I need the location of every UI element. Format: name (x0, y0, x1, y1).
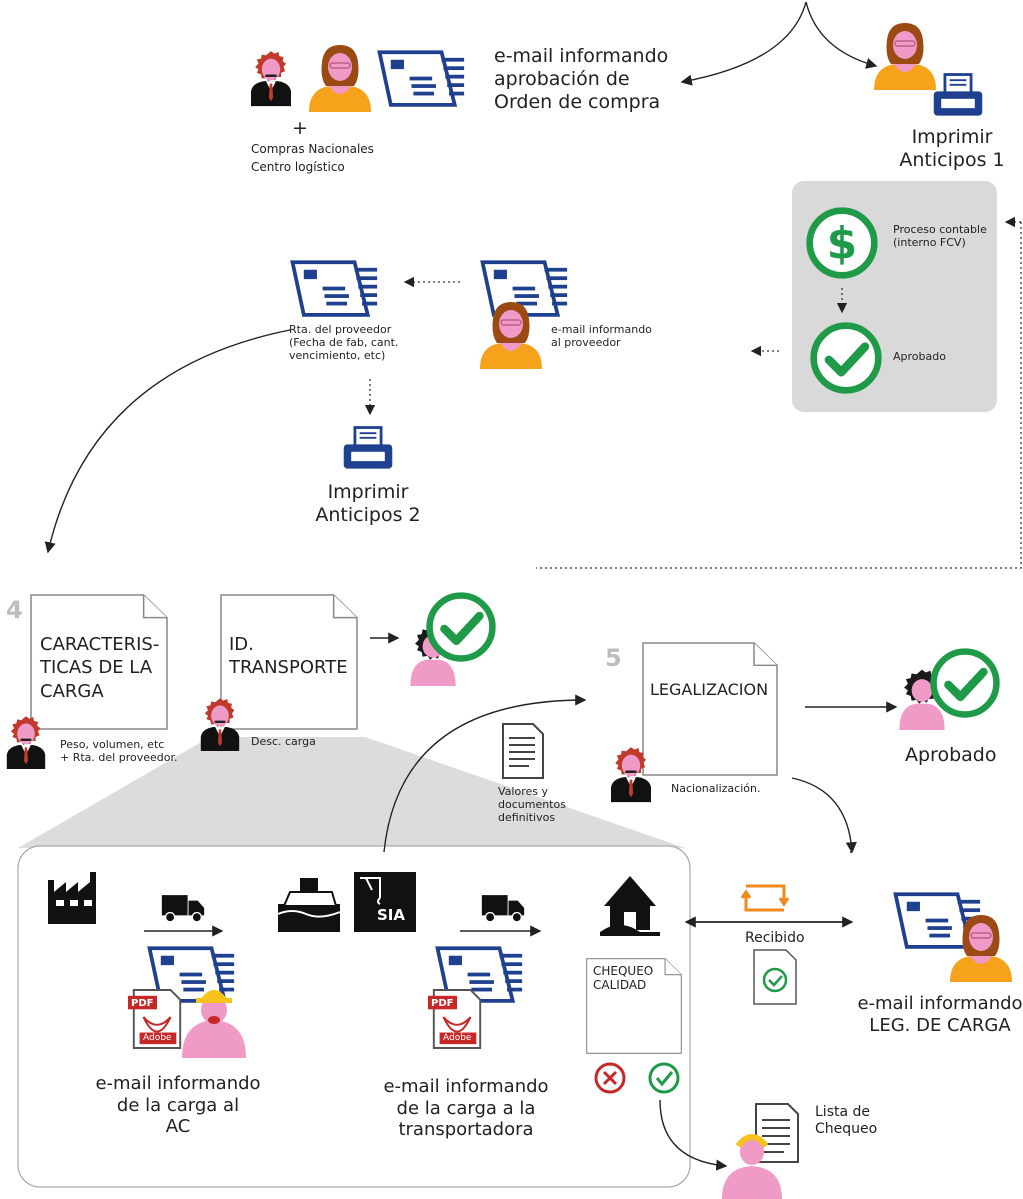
proceso-contable-label: Proceso contable (interno FCV) (893, 223, 987, 250)
warehouse-icon (600, 876, 660, 936)
email-icon (480, 260, 569, 317)
email-icon (377, 50, 466, 107)
id-transporte-note: Desc. carga (251, 735, 316, 748)
pdf-label-2: PDF (431, 998, 454, 1009)
id-transporte-doc-title: ID. TRANSPORTE (229, 634, 348, 679)
centro-label: Centro logístico (251, 160, 345, 174)
imprimir-1-label: Imprimir Anticipos 1 (899, 126, 1005, 171)
document-icon (502, 723, 544, 779)
compras-label: Compras Nacionales (251, 142, 374, 156)
woman-icon (873, 22, 937, 90)
ship-icon (277, 878, 341, 932)
email-icon (290, 260, 379, 317)
printer-icon (342, 426, 394, 471)
lista-chequeo-label: Lista de Chequeo (815, 1104, 878, 1137)
check-icon (814, 326, 879, 391)
aprobado-small-label: Aprobado (893, 350, 946, 363)
checklist-icon (722, 1103, 799, 1199)
printer-icon (932, 73, 984, 118)
reject-icon (594, 1062, 626, 1094)
check-icon (934, 652, 997, 715)
recibido-label: Recibido (745, 930, 805, 946)
email-proveedor-label: e-mail informando al proveedor (551, 323, 652, 350)
email-leg-label: e-mail informando LEG. DE CARGA (857, 993, 1023, 1036)
check-icon (430, 596, 493, 659)
rta-proveedor-label: Rta. del proveedor (Fecha de fab, cant. … (289, 323, 399, 363)
legalizacion-doc-title: LEGALIZACION (650, 680, 769, 699)
step-5-number: 5 (605, 644, 622, 672)
email-aprobacion-label: e-mail informando aprobación de Orden de… (494, 45, 669, 113)
step-4-number: 4 (6, 596, 23, 624)
factory-icon (48, 872, 96, 924)
sia-label: SIA (377, 906, 405, 924)
chequeo-calidad-label: CHEQUEO CALIDAD (593, 964, 654, 993)
caracteristicas-doc-title: CARACTERIS- TICAS DE LA CARGA (40, 634, 160, 702)
imprimir-2-label: Imprimir Anticipos 2 (315, 481, 421, 526)
dollar-icon (810, 211, 875, 276)
man-icon (251, 51, 291, 107)
valores-label: Valores y documentos definitivos (498, 785, 566, 825)
detail-funnel (18, 737, 685, 848)
builder-icon (182, 990, 246, 1058)
woman-icon (308, 44, 372, 112)
email-ac-label: e-mail informando de la carga al AC (95, 1073, 261, 1138)
recibido-doc-icon (753, 949, 797, 1005)
doc-icon (642, 642, 778, 776)
accept-icon (648, 1062, 680, 1094)
aprobado-label: Aprobado (905, 744, 997, 766)
adobe-label-2: Adobe (443, 1033, 472, 1043)
plus-sign: + (292, 117, 308, 139)
email-transportadora-label: e-mail informando de la carga a la trans… (383, 1076, 549, 1141)
adobe-label-1: Adobe (143, 1033, 172, 1043)
nacionalizacion-note: Nacionalización. (671, 782, 761, 795)
refresh-icon (740, 884, 790, 912)
pdf-label-1: PDF (131, 998, 154, 1009)
caracteristicas-note: Peso, volumen, etc + Rta. del proveedor. (60, 738, 178, 765)
crane-icon (354, 872, 416, 932)
